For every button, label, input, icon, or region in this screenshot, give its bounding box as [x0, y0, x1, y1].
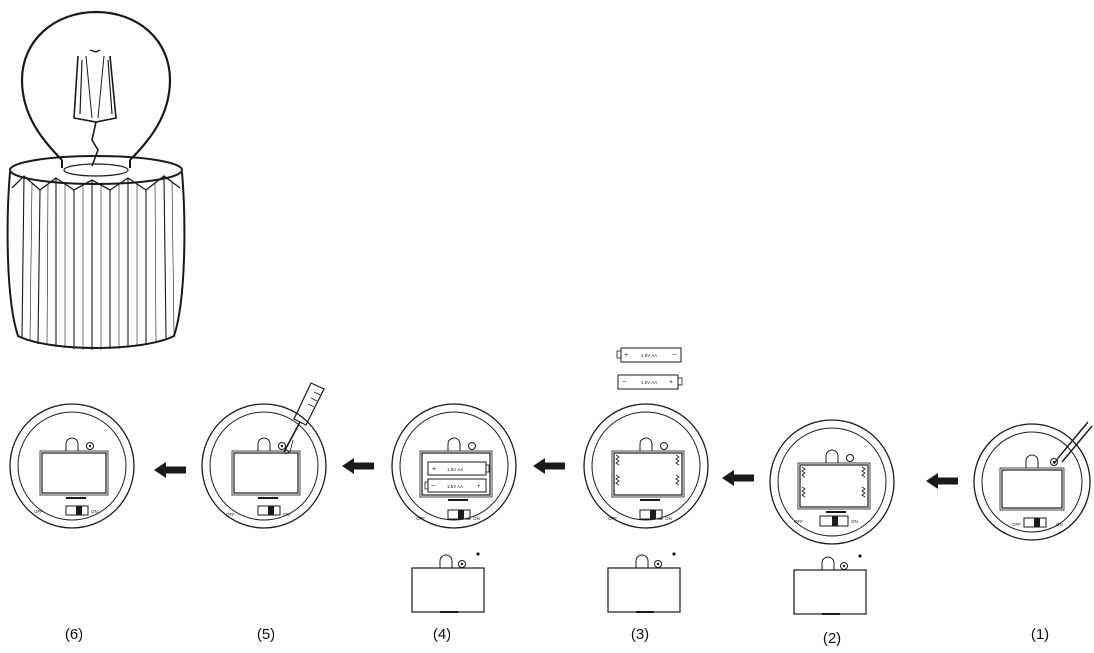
- switch-off-label: OFF: [416, 516, 425, 521]
- arrow-left-icon: [721, 469, 755, 487]
- switch-on-label: ON: [851, 519, 858, 524]
- step-2-panel: [793, 553, 867, 615]
- step-4-base: [391, 403, 517, 529]
- switch-off-label: OFF: [226, 512, 235, 517]
- screwdriver-icon: [283, 382, 325, 455]
- switch-on-label: ON: [91, 509, 98, 514]
- svg-text:+: +: [477, 484, 481, 490]
- switch-off-label: OFF: [1012, 522, 1021, 527]
- svg-text:−: −: [622, 379, 626, 386]
- step-label: (5): [256, 626, 276, 643]
- step-4-panel: [411, 551, 485, 613]
- arrow-left-icon: [925, 472, 959, 490]
- step-2-base: [769, 419, 895, 545]
- step-label: (6): [64, 626, 84, 643]
- arrow-left-icon: [153, 461, 187, 479]
- svg-text:−: −: [672, 352, 676, 359]
- switch-on-label: ON: [665, 516, 672, 521]
- svg-text:1.5V AA: 1.5V AA: [447, 484, 463, 489]
- switch-on-label: ON: [283, 512, 290, 517]
- step-3-panel: [607, 551, 681, 613]
- step-label: (1): [1030, 626, 1050, 643]
- step-label: (3): [630, 626, 650, 643]
- switch-on-label: ON: [473, 516, 480, 521]
- aa-battery-icon: + 1.5V AA: [427, 461, 490, 476]
- screwdriver-icon: [1053, 421, 1093, 465]
- step-1-base: [973, 423, 1091, 541]
- aa-battery-icon: − 1.5V AA +: [424, 478, 487, 493]
- arrow-left-icon: [341, 457, 375, 475]
- svg-text:+: +: [669, 379, 673, 386]
- svg-text:+: +: [624, 352, 628, 359]
- svg-text:−: −: [431, 483, 435, 490]
- aa-battery-icon: − 1.5V AA +: [617, 374, 683, 390]
- svg-text:1.5V AA: 1.5V AA: [641, 353, 657, 358]
- switch-off-label: OFF: [608, 516, 617, 521]
- switch-off-label: OFF: [34, 509, 43, 514]
- svg-text:1.5V AA: 1.5V AA: [447, 467, 463, 472]
- step-label: (4): [432, 626, 452, 643]
- switch-on-label: ON: [1056, 522, 1063, 527]
- step-6-base: [9, 403, 135, 529]
- filament-bulb-lamp-icon: [6, 10, 186, 350]
- switch-off-label: OFF: [794, 519, 803, 524]
- svg-text:+: +: [432, 466, 436, 473]
- svg-text:1.5V AA: 1.5V AA: [641, 380, 657, 385]
- arrow-left-icon: [532, 457, 566, 475]
- step-label: (2): [822, 630, 842, 647]
- step-3-base: [583, 403, 709, 529]
- aa-battery-icon: + 1.5V AA −: [616, 347, 682, 363]
